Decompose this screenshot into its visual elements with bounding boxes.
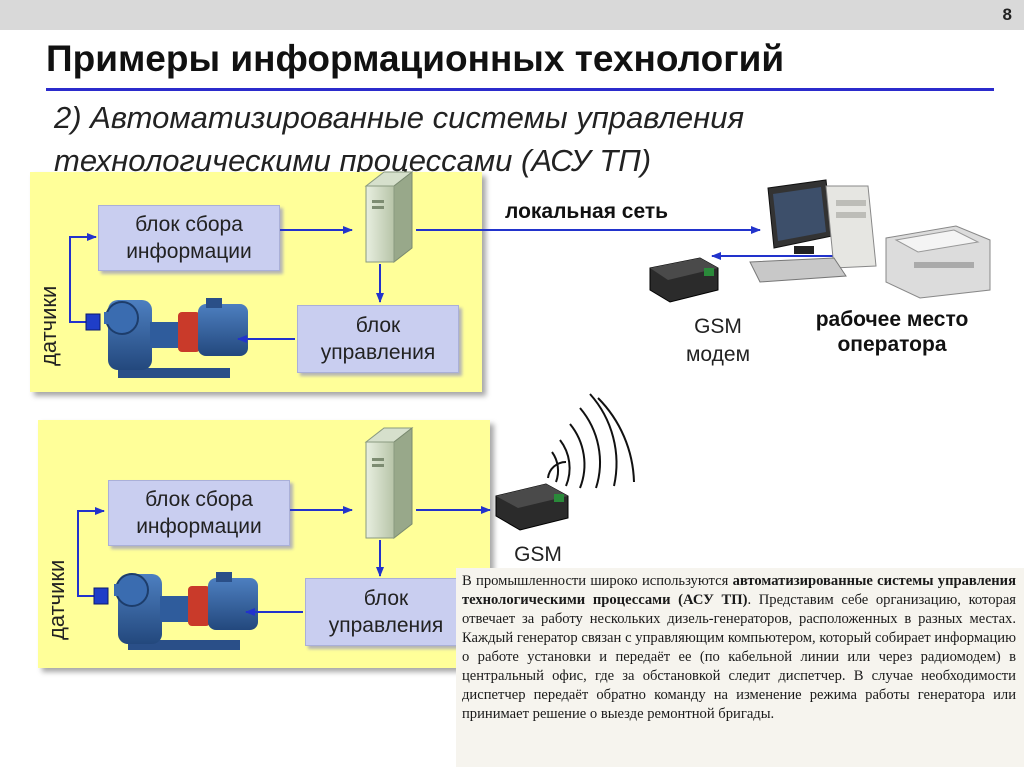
slide-number: 8 (1002, 5, 1012, 24)
excerpt-body: . Представим себе организацию, которая о… (462, 592, 1017, 722)
arrows-bottom (245, 506, 491, 616)
gsm-modem-icon-top (649, 257, 719, 303)
sensor-link-top (69, 233, 97, 323)
network-label: локальная сеть (505, 200, 669, 223)
operator-label: рабочее место оператора (815, 308, 969, 356)
title-underline (46, 88, 994, 91)
page-title: Примеры информационных технологий (46, 38, 785, 79)
pump-icon-top (104, 298, 248, 378)
sensor-icon-top (85, 313, 101, 331)
textbook-excerpt: В промышленности широко используются авт… (456, 568, 1024, 767)
gsm-modem-icon-bottom (495, 483, 569, 531)
server-icon-top (364, 170, 414, 264)
radio-waves-icon (547, 393, 635, 489)
pump-icon-bottom (114, 572, 258, 650)
gsm-label: GSM (514, 543, 562, 566)
subtitle: 2) Автоматизированные системы управления… (54, 100, 745, 178)
server-icon-bottom (364, 426, 414, 540)
top-bar: 8 (0, 0, 1024, 30)
excerpt-lead: В промышленности широко используются (462, 573, 733, 589)
collect-block-bottom: блок сбора информации (108, 480, 290, 546)
sensor-icon-bottom (93, 587, 109, 605)
excerpt-term: автоматизированные системы управления те… (462, 573, 1016, 608)
arrows-top (237, 226, 846, 343)
collect-block-top: блок сбора информации (98, 205, 280, 271)
gsm-modem-label: GSM модем (685, 315, 751, 366)
control-block-top: блок управления (297, 305, 459, 373)
computer-icon (749, 179, 877, 283)
sensor-link-bottom (77, 507, 105, 597)
printer-icon (885, 225, 991, 299)
excerpt-paragraph: В промышленности широко используются авт… (456, 568, 1024, 724)
control-block-bottom: блок управления (305, 578, 467, 646)
